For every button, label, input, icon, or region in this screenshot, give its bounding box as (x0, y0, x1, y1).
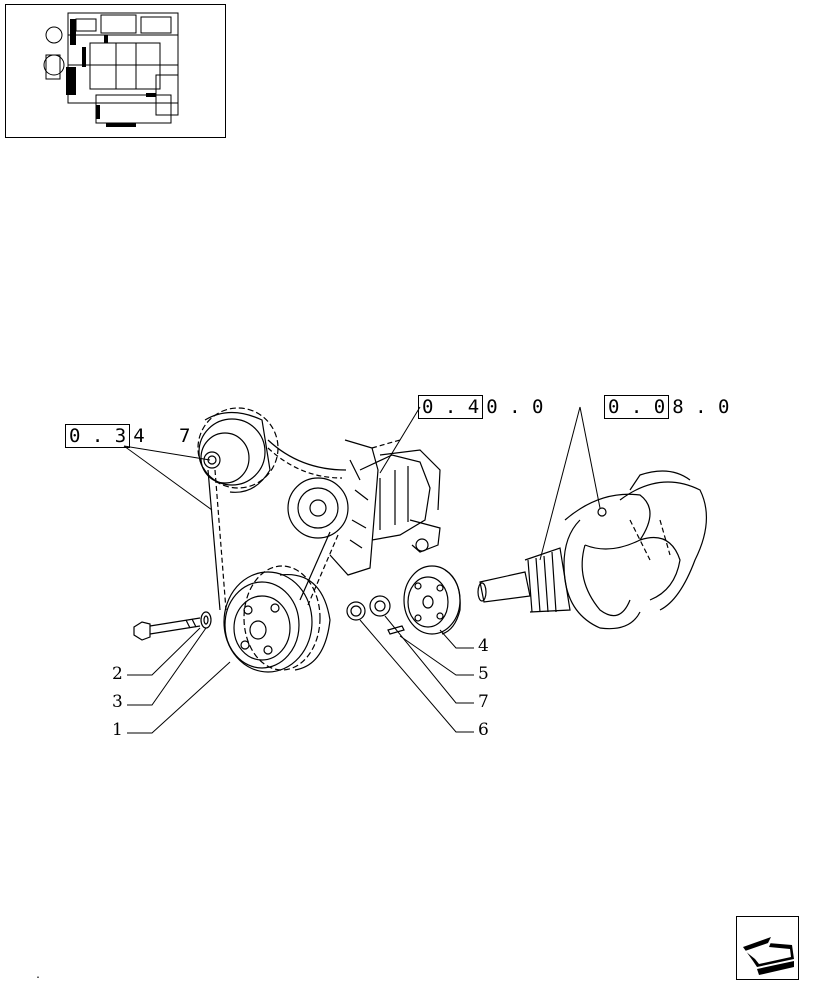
next-page-button[interactable] (736, 916, 799, 980)
callout-5: 5 (478, 664, 489, 684)
footer-dot: . (35, 970, 42, 981)
crankshaft-ref-suffix: 8 . 0 (672, 396, 730, 418)
belt-ref-code: 0 . 3 (65, 424, 131, 448)
hub (403, 565, 461, 635)
callout-1: 1 (112, 720, 123, 740)
callout-7: 7 (478, 692, 489, 712)
key (387, 625, 405, 635)
upper-pulley (197, 407, 279, 493)
belt-ref-suffix: 4 7 (133, 425, 191, 447)
engine-locator-thumbnail (5, 4, 226, 138)
alternator-ref-code: 0 . 4 (418, 395, 484, 419)
callout-3: 3 (112, 692, 123, 712)
alternator (287, 439, 441, 576)
nut (346, 601, 366, 621)
crankshaft (477, 470, 708, 630)
lock-washer (369, 595, 391, 617)
callout-6: 6 (478, 720, 489, 740)
v-belt (207, 439, 347, 611)
pulley-bolt (133, 617, 201, 641)
alternator-ref-suffix: 0 . 0 (486, 396, 544, 418)
callout-2: 2 (112, 664, 123, 684)
callout-4: 4 (478, 636, 489, 656)
next-page-arrow-icon (743, 937, 794, 975)
washer (200, 611, 212, 629)
engine-thumbnail-icon (43, 12, 179, 127)
crankshaft-pulley (223, 565, 331, 673)
leader-lines (123, 406, 601, 734)
crankshaft-ref-code: 0 . 0 (604, 395, 670, 419)
